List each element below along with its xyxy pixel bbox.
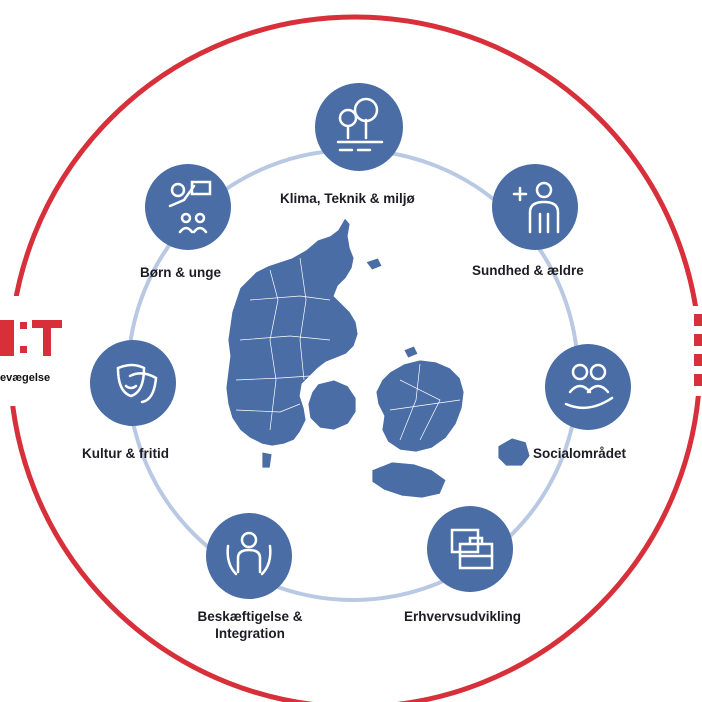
- node-klima[interactable]: [315, 83, 403, 171]
- trees-icon: [336, 97, 384, 152]
- hand-people-icon: [564, 363, 614, 410]
- logo-caption: evægelse: [0, 372, 51, 384]
- person-hands-icon: [226, 531, 272, 576]
- teacher-children-icon: [168, 180, 212, 234]
- label-born: Børn & unge: [140, 265, 221, 280]
- label-klima: Klima, Teknik & miljø: [280, 191, 415, 206]
- node-kultur[interactable]: [90, 340, 176, 426]
- briefcase-icon: [450, 528, 494, 570]
- label-social: Socialområdet: [533, 446, 627, 461]
- health-person-icon: [512, 181, 560, 234]
- right-logo-bars: [694, 314, 702, 386]
- node-beskaeft[interactable]: [206, 513, 292, 599]
- node-sundhed[interactable]: [492, 164, 578, 250]
- map-borders: [235, 257, 461, 441]
- label-kultur: Kultur & fritid: [82, 446, 169, 461]
- label-beskaeft: Beskæftigelse & Integration: [197, 609, 303, 641]
- node-born[interactable]: [145, 164, 231, 250]
- node-social[interactable]: [545, 344, 631, 430]
- logo-mark: [0, 320, 62, 356]
- label-sundhed: Sundhed & ældre: [472, 263, 584, 278]
- node-erhverv[interactable]: [427, 506, 513, 592]
- label-erhverv: Erhvervsudvikling: [404, 609, 522, 624]
- denmark-map: [225, 217, 531, 499]
- theatre-masks-icon: [116, 363, 158, 404]
